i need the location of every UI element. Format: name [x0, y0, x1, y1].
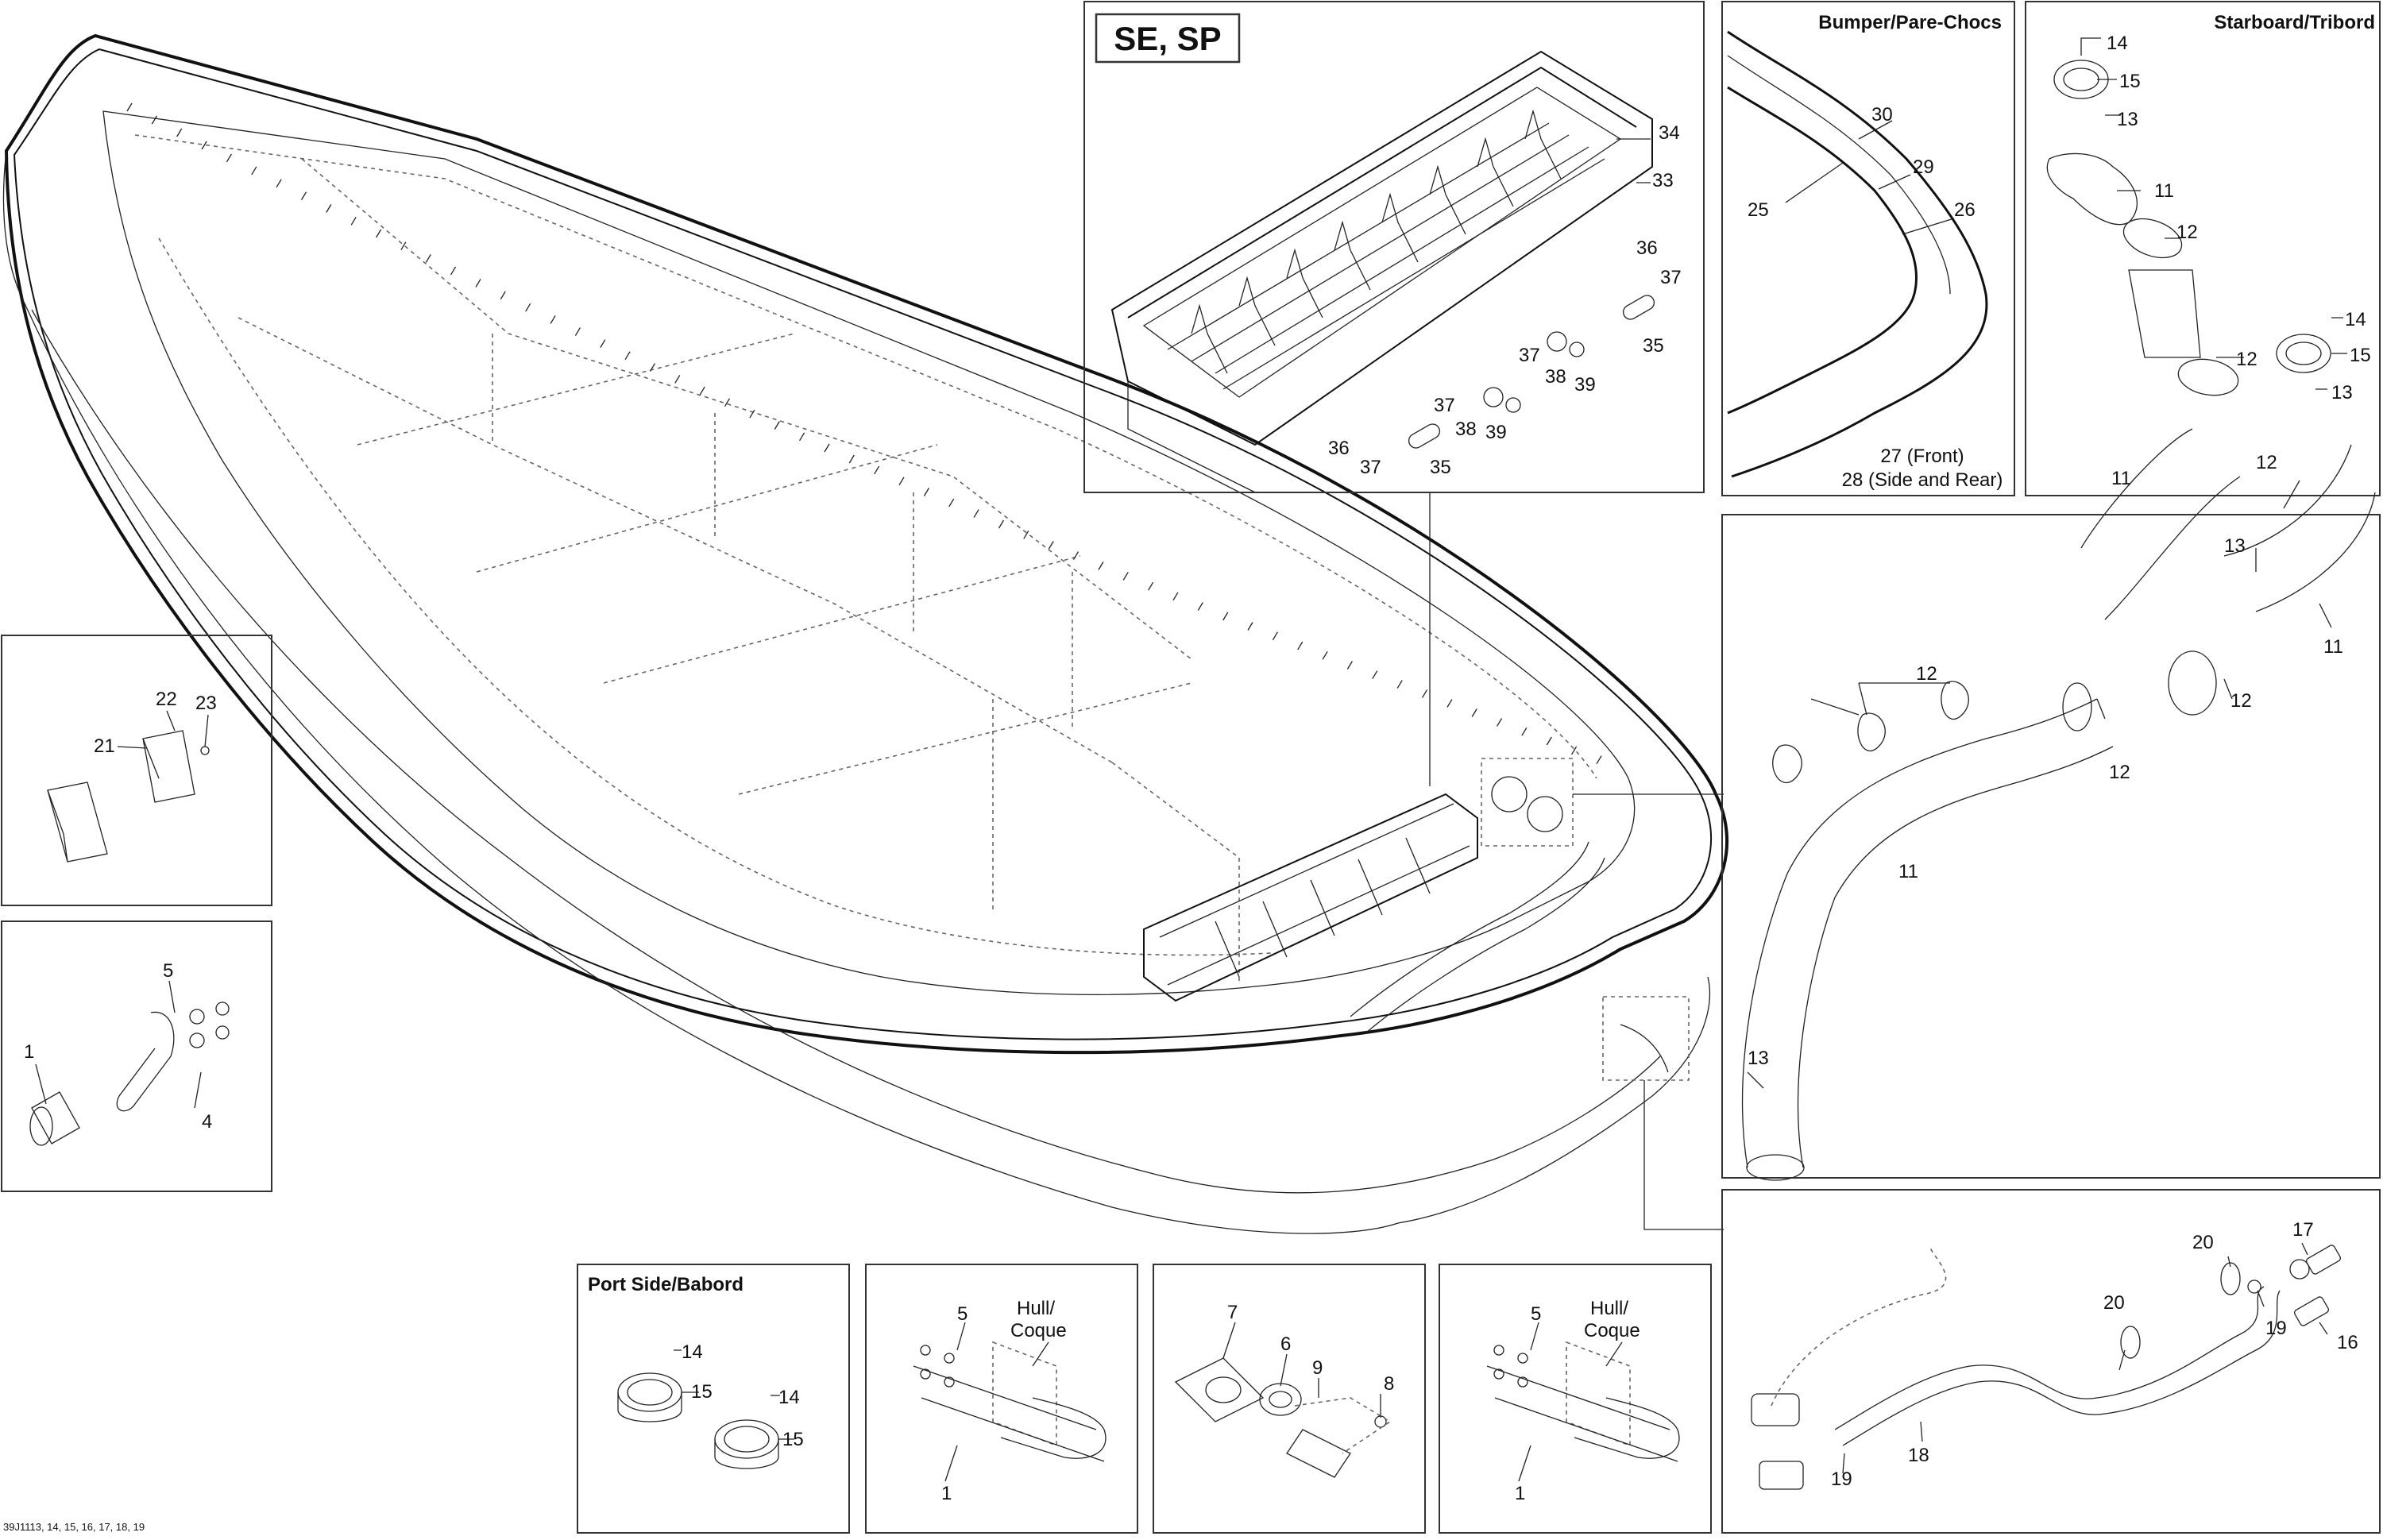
callout-15b: 15	[2350, 345, 2371, 366]
callout-13b: 13	[2331, 382, 2353, 403]
callout-5a: 5	[163, 960, 173, 982]
callout-37c: 37	[1434, 395, 1455, 416]
callout-21: 21	[94, 735, 115, 757]
callout-11c: 11	[2111, 468, 2131, 489]
panel-handle: 1 5 4	[1, 921, 272, 1192]
starboard-title: Starboard/Tribord	[2214, 12, 2375, 33]
hull-a-label-2: Coque	[1010, 1320, 1067, 1341]
se-sp-title: SE, SP	[1114, 20, 1221, 57]
callout-14c: 14	[682, 1341, 703, 1363]
callout-29: 29	[1913, 156, 1934, 178]
hull-b-label-2: Coque	[1584, 1320, 1640, 1341]
panel-drain-plug: 7 6 9 8	[1153, 1264, 1426, 1534]
callout-30: 30	[1871, 104, 1893, 125]
callout-37d: 37	[1360, 457, 1381, 478]
callout-1c: 1	[1515, 1483, 1525, 1504]
bumper-title: Bumper/Pare-Chocs	[1818, 12, 2002, 33]
hull-a-label-1: Hull/	[1017, 1298, 1055, 1319]
callout-1b: 1	[941, 1483, 952, 1504]
panel-bumper: Bumper/Pare-Chocs 25 30 29 26 27 (Front)…	[1721, 1, 2015, 496]
callout-20b: 20	[2192, 1232, 2214, 1253]
callout-23: 23	[195, 693, 217, 714]
callout-18: 18	[1908, 1445, 1929, 1466]
callout-37a: 37	[1660, 267, 1682, 288]
callout-15a: 15	[2119, 71, 2141, 92]
callout-33: 33	[1652, 170, 1674, 191]
callout-11d: 11	[2323, 636, 2343, 658]
callout-14b: 14	[2345, 309, 2366, 330]
drawing-code: 39J1113, 14, 15, 16, 17, 18, 19	[3, 1521, 145, 1533]
callout-13a: 13	[2117, 109, 2138, 130]
callout-14d: 14	[778, 1387, 800, 1408]
callout-13c: 13	[2224, 535, 2246, 557]
panel-starboard: Starboard/Tribord 14 15 13 11 12 12 14 1…	[2025, 1, 2381, 496]
panel-se-sp: SE, SP 34 33 36 37 35 37 38 39 37 38 39 …	[1083, 1, 1705, 493]
callout-13d: 13	[1748, 1048, 1769, 1069]
callout-38a: 38	[1545, 366, 1566, 388]
callout-20a: 20	[2103, 1292, 2125, 1314]
callout-34: 34	[1659, 122, 1680, 144]
callout-12a: 12	[2176, 222, 2198, 243]
callout-8: 8	[1384, 1373, 1394, 1395]
bumper-side-rear-note: 28 (Side and Rear)	[1842, 469, 2003, 491]
callout-12e: 12	[2230, 690, 2252, 712]
panel-hull-a: 5 Hull/ Coque 1	[865, 1264, 1138, 1534]
callout-22: 22	[156, 689, 177, 710]
callout-11a: 11	[2154, 180, 2174, 202]
callout-7: 7	[1227, 1302, 1238, 1323]
callout-6: 6	[1280, 1334, 1291, 1355]
callout-35b: 35	[1430, 457, 1451, 478]
callout-12f: 12	[2256, 452, 2277, 473]
callout-37b: 37	[1519, 345, 1540, 366]
callout-25: 25	[1748, 199, 1769, 221]
leader-drain	[1643, 1080, 1724, 1230]
callout-19b: 19	[2265, 1318, 2287, 1339]
panel-drain-hose: 19 18 20 20 19 17 16	[1721, 1189, 2381, 1534]
hull-illustration	[2, 33, 1729, 1234]
callout-5b: 5	[957, 1303, 967, 1325]
callout-12c: 12	[1916, 663, 1937, 685]
callout-14a: 14	[2107, 33, 2128, 54]
callout-9: 9	[1312, 1357, 1323, 1379]
callout-12b: 12	[2236, 349, 2257, 370]
callout-38b: 38	[1455, 419, 1477, 440]
callout-26: 26	[1954, 199, 1976, 221]
callout-5c: 5	[1531, 1303, 1541, 1325]
callout-39a: 39	[1574, 374, 1596, 396]
panel-port-side: Port Side/Babord 14 15 14 15	[577, 1264, 850, 1534]
hull-b-label-1: Hull/	[1590, 1298, 1628, 1319]
callout-16: 16	[2337, 1332, 2358, 1353]
callout-15c: 15	[691, 1381, 713, 1403]
panel-hull-b: 5 Hull/ Coque 1	[1439, 1264, 1712, 1534]
callout-39b: 39	[1485, 422, 1507, 443]
callout-36a: 36	[1636, 237, 1658, 259]
callout-12d: 12	[2109, 762, 2130, 783]
callout-19a: 19	[1831, 1469, 1852, 1490]
callout-1a: 1	[24, 1041, 34, 1063]
callout-4: 4	[202, 1111, 212, 1133]
callout-15d: 15	[782, 1429, 804, 1450]
callout-35a: 35	[1643, 335, 1664, 357]
callout-17: 17	[2292, 1219, 2314, 1241]
callout-11b: 11	[1898, 861, 1918, 882]
bumper-front-note: 27 (Front)	[1880, 446, 1964, 467]
panel-bracket: 21 22 23	[1, 635, 272, 906]
panel-piping: 12 11 12 12 11 12 13 11 13	[1721, 428, 2381, 1181]
port-title: Port Side/Babord	[588, 1274, 743, 1295]
callout-36b: 36	[1328, 438, 1350, 459]
